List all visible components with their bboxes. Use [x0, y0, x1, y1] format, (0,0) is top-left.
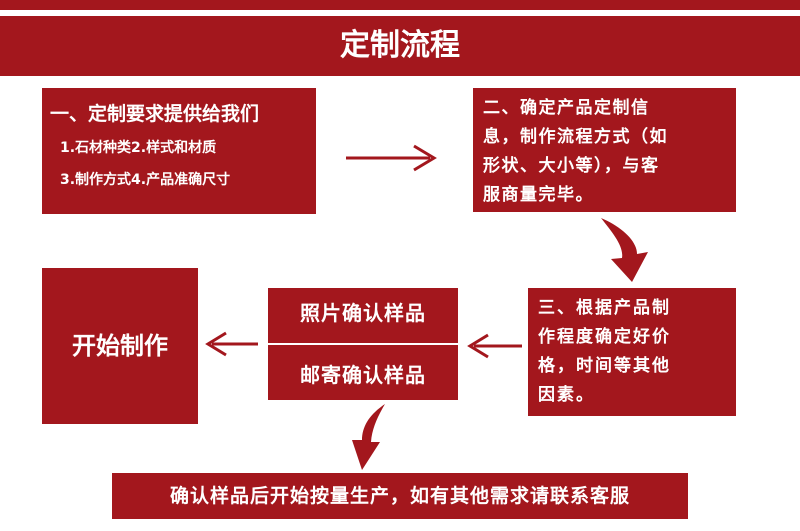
step3-line-1: 三、根据产品制: [538, 298, 671, 318]
step3-box: 三、根据产品制 作程度确定好价 格，时间等其他 因素。: [528, 288, 736, 416]
arrow-left-icon: [205, 331, 258, 357]
options-divider: [268, 343, 458, 345]
arrow-curve-down-icon: [352, 404, 385, 470]
confirm-options-box: 照片确认样品 邮寄确认样品: [268, 288, 458, 400]
top-decor-stripe: [0, 0, 800, 10]
step1-line-1: 1.石材种类2.样式和材质: [60, 140, 217, 156]
step2-line-1: 二、确定产品定制信: [483, 98, 650, 118]
step1-line-2: 3.制作方式4.产品准确尺寸: [60, 172, 231, 188]
arrow-right-icon: [346, 144, 437, 172]
start-production-box: 开始制作: [42, 268, 198, 424]
arrow-left-icon: [467, 333, 522, 359]
step3-line-3: 格，时间等其他: [538, 356, 671, 376]
bottom-note-bar: 确认样品后开始按量生产，如有其他需求请联系客服: [112, 473, 688, 519]
step2-box: 二、确定产品定制信 息，制作流程方式（如 形状、大小等），与客 服商量完毕。: [473, 88, 736, 212]
step1-heading: 一、定制要求提供给我们: [50, 103, 260, 125]
step3-line-2: 作程度确定好价: [538, 327, 671, 347]
arrow-curve-down-icon: [601, 218, 648, 282]
step2-line-2: 息，制作流程方式（如: [483, 127, 668, 147]
step2-line-4: 服商量完毕。: [483, 185, 594, 205]
photo-confirm-option: 照片确认样品: [300, 301, 426, 325]
step2-line-3: 形状、大小等），与客: [483, 156, 660, 176]
mail-confirm-option: 邮寄确认样品: [300, 363, 426, 387]
page-title: 定制流程: [0, 16, 800, 76]
step1-box: 一、定制要求提供给我们 1.石材种类2.样式和材质 3.制作方式4.产品准确尺寸: [42, 88, 316, 214]
step3-line-4: 因素。: [538, 385, 595, 405]
